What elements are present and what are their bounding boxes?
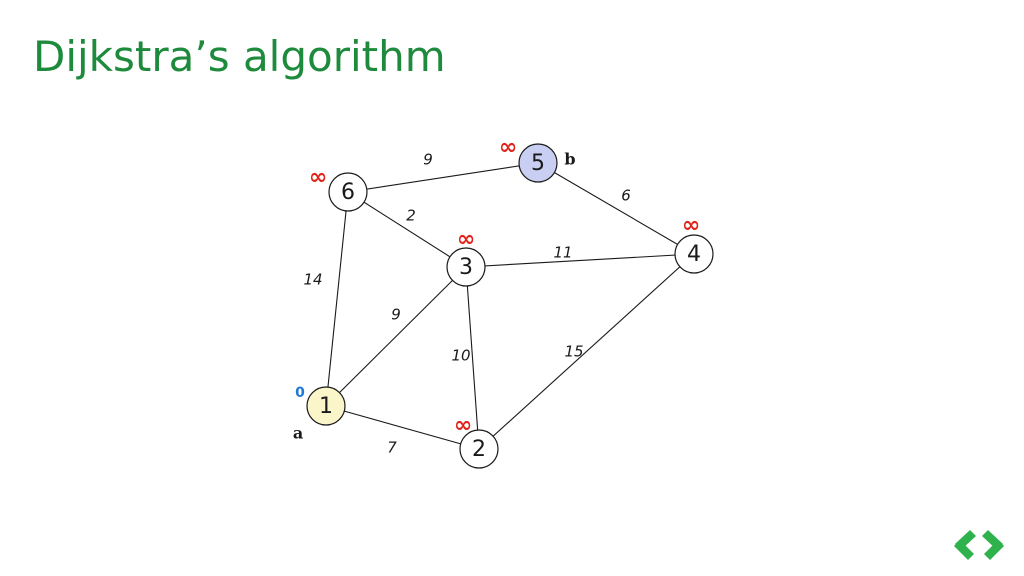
node-4: 4∞ bbox=[674, 213, 714, 274]
node-distance-4: ∞ bbox=[682, 213, 700, 238]
node-1: 10 a bbox=[293, 385, 346, 443]
node-tag-1: a bbox=[293, 424, 303, 443]
node-distance-6: ∞ bbox=[309, 165, 327, 190]
edge-weight-1-3: 9 bbox=[391, 306, 401, 324]
node-distance-2: ∞ bbox=[454, 413, 472, 438]
edge-weight-3-6: 2 bbox=[406, 207, 416, 225]
node-3: 3∞ bbox=[446, 227, 486, 287]
edge-1-6 bbox=[325, 191, 349, 407]
edge-4-5 bbox=[537, 162, 695, 255]
node-circle-1 bbox=[306, 386, 346, 426]
node-5: 5 ∞ b bbox=[499, 135, 576, 183]
node-distance-3: ∞ bbox=[457, 227, 475, 252]
prev-slide-button[interactable] bbox=[950, 524, 976, 564]
node-circle-3 bbox=[446, 247, 486, 287]
node-label-6: 6 bbox=[341, 180, 355, 205]
edge-1-2 bbox=[325, 405, 480, 450]
graph-edges bbox=[325, 162, 695, 450]
node-circle-5 bbox=[518, 143, 558, 183]
next-slide-button[interactable] bbox=[982, 524, 1008, 564]
node-circle-2 bbox=[459, 429, 499, 469]
edge-5-6 bbox=[347, 162, 539, 193]
edge-weight-1-2: 7 bbox=[387, 439, 397, 457]
edge-weight-5-6: 9 bbox=[423, 151, 433, 169]
chevron-left-icon bbox=[954, 530, 976, 560]
node-6: 6∞ bbox=[309, 165, 368, 212]
edge-2-3 bbox=[465, 266, 480, 450]
edge-2-4 bbox=[478, 253, 695, 450]
edge-weight-4-5: 6 bbox=[621, 187, 631, 205]
node-label-5: 5 bbox=[531, 151, 545, 176]
node-label-2: 2 bbox=[472, 437, 486, 462]
node-2: 2∞ bbox=[454, 413, 499, 469]
node-label-4: 4 bbox=[687, 242, 701, 267]
node-distance-5: ∞ bbox=[499, 135, 517, 160]
edge-weight-2-4: 15 bbox=[564, 343, 583, 361]
chevron-right-icon bbox=[982, 530, 1004, 560]
edge-weight-3-4: 11 bbox=[553, 244, 572, 262]
node-tag-5: b bbox=[564, 150, 575, 169]
node-circle-4 bbox=[674, 234, 714, 274]
edge-weight-2-3: 10 bbox=[451, 347, 470, 365]
node-circle-6 bbox=[328, 172, 368, 212]
slide-title: Dijkstra’s algorithm bbox=[33, 32, 446, 81]
edge-3-6 bbox=[347, 191, 467, 268]
edge-3-4 bbox=[465, 253, 695, 268]
node-label-1: 1 bbox=[319, 394, 333, 419]
edge-1-3 bbox=[325, 266, 467, 407]
node-distance-1: 0 bbox=[295, 385, 305, 401]
slide-navigation bbox=[950, 524, 1010, 564]
node-label-3: 3 bbox=[459, 255, 473, 280]
edge-weight-1-6: 14 bbox=[303, 271, 322, 289]
